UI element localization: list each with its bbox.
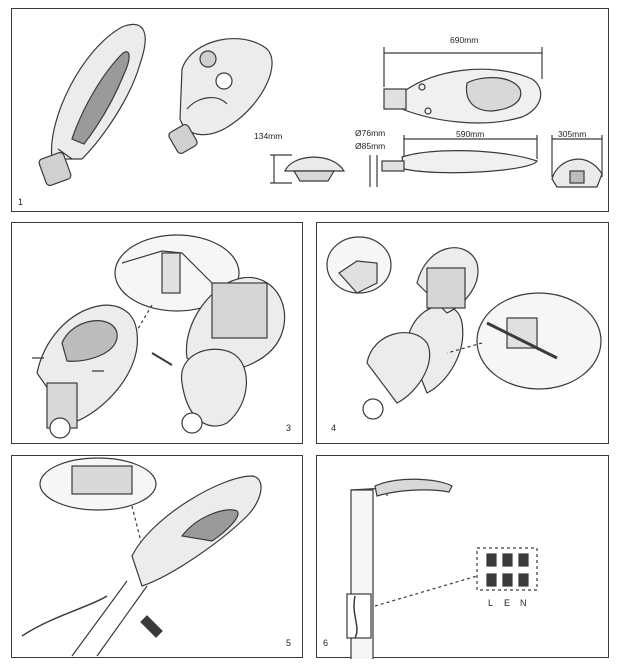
luminaire-perspective-right [168, 38, 273, 155]
panel-step-6: L E N 6 [316, 455, 609, 659]
dim-body-length: 590mm [456, 129, 485, 139]
step-3-drawing [32, 234, 286, 439]
dim-overall-length: 690mm [450, 35, 479, 45]
luminaire-side-view [369, 150, 538, 187]
step-5-drawing [21, 457, 262, 657]
step-4-drawing [326, 236, 602, 420]
panel-overview: 690mm 134mm Ø76mm Ø85mm 590mm 305mm 1 [11, 8, 609, 212]
overview-drawings [38, 23, 603, 188]
panel-step-5: 5 [11, 455, 303, 658]
dim-height: 134mm [254, 131, 283, 141]
step-6-drawing [346, 478, 538, 659]
wire-label-e: E [504, 598, 511, 608]
panel-number: 6 [323, 638, 329, 648]
luminaire-front-view [270, 154, 346, 184]
panel-number: 4 [331, 423, 337, 433]
panel-number: 5 [286, 638, 292, 648]
luminaire-end-view [551, 135, 603, 188]
panel-step-4: 4 [316, 222, 609, 444]
panel-step-3: 3 [11, 222, 303, 444]
luminaire-top-view [383, 68, 542, 124]
dim-width: 305mm [558, 129, 587, 139]
luminaire-perspective-left [38, 23, 146, 187]
panel-number: 1 [18, 197, 24, 207]
wire-label-n: N [520, 598, 527, 608]
dim-pole-small: Ø76mm [355, 128, 386, 138]
panel-number: 3 [286, 423, 292, 433]
wire-label-l: L [488, 598, 494, 608]
dim-pole-large: Ø85mm [355, 141, 386, 151]
